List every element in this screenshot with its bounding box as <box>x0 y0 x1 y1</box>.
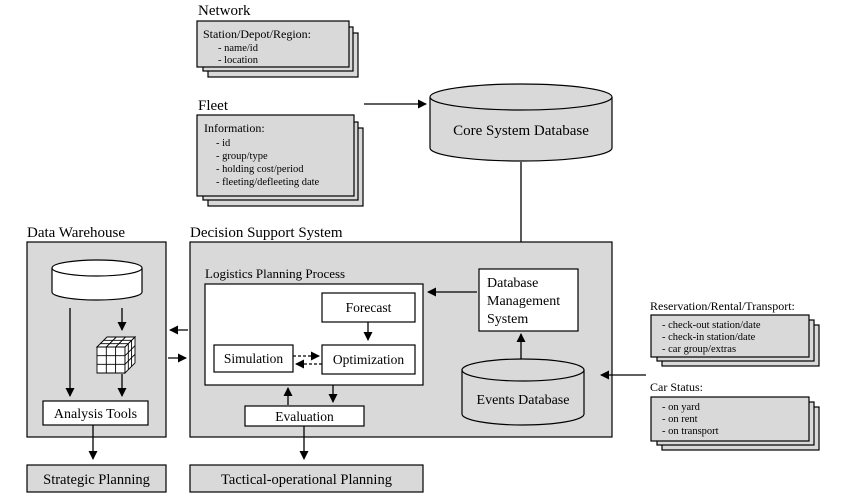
network-heading: Station/Depot/Region: <box>203 27 311 41</box>
events-db-cylinder <box>461 358 585 426</box>
core-db-cylinder <box>429 83 613 162</box>
data-warehouse-title: Data Warehouse <box>27 225 125 241</box>
car-status-item: - on rent <box>662 414 698 425</box>
forecast-box <box>321 292 416 323</box>
events-db-label: Events Database <box>477 393 570 408</box>
car-status-title: Car Status: <box>650 380 703 394</box>
evaluation-label: Evaluation <box>275 409 334 424</box>
network-title: Network <box>198 3 251 19</box>
simulation-label: Simulation <box>224 351 284 366</box>
reservation-item: - check-out station/date <box>662 320 761 331</box>
fleet-item: - holding cost/period <box>216 164 304 175</box>
fleet-item: - id <box>216 138 231 149</box>
lpp-title: Logistics Planning Process <box>205 266 345 281</box>
reservation-item: - car group/extras <box>662 344 736 355</box>
tactical-planning-label: Tactical-operational Planning <box>221 472 392 488</box>
network-item: - location <box>218 55 259 66</box>
dss-title: Decision Support System <box>190 225 343 241</box>
car-status-item: - on yard <box>662 402 701 413</box>
network-doc-stack <box>196 20 359 78</box>
simulation-box <box>213 344 294 373</box>
forecast-label: Forecast <box>346 300 392 315</box>
strategic-planning-box <box>26 464 167 493</box>
warehouse-db-cylinder <box>51 259 143 301</box>
fleet-item: - group/type <box>216 151 268 162</box>
analysis-tools-box <box>42 400 149 426</box>
optimization-label: Optimization <box>333 352 404 367</box>
dbms-box <box>478 268 579 332</box>
analysis-tools-label: Analysis Tools <box>54 407 137 422</box>
strategic-planning-label: Strategic Planning <box>43 472 150 488</box>
car-status-doc-stack <box>650 396 820 451</box>
fleet-title: Fleet <box>198 98 229 114</box>
reservation-doc-stack <box>650 314 820 367</box>
car-status-item: - on transport <box>662 426 719 437</box>
tactical-planning-box <box>189 464 424 493</box>
dbms-line: Database <box>487 276 538 291</box>
optimization-box <box>321 344 416 375</box>
core-db-label: Core System Database <box>453 123 589 139</box>
data-cube-icon <box>95 335 137 375</box>
reservation-title: Reservation/Rental/Transport: <box>650 299 795 313</box>
dbms-line: System <box>487 312 528 327</box>
fleet-item: - fleeting/defleeting date <box>216 177 320 188</box>
fleet-heading: Information: <box>204 121 265 135</box>
dbms-line: Management <box>487 294 560 309</box>
fleet-doc-stack <box>196 114 364 207</box>
network-item: - name/id <box>218 43 259 54</box>
reservation-item: - check-in station/date <box>662 332 756 343</box>
